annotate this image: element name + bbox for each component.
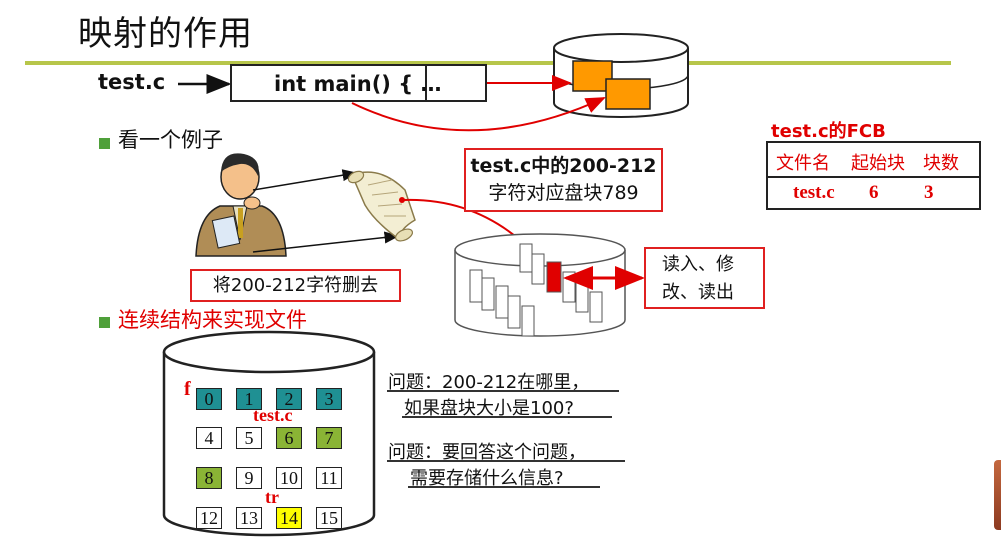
fcb-cell-name: test.c <box>793 182 835 203</box>
callout-line2: 字符对应盘块789 <box>488 182 639 204</box>
bullet-contiguous: 连续结构来实现文件 <box>118 308 307 332</box>
sight-line-top <box>252 169 358 191</box>
disk-block: 3 <box>316 388 342 410</box>
bullet-marker <box>99 138 110 149</box>
disk-block: 0 <box>196 388 222 410</box>
fcb-table <box>766 141 981 210</box>
disk-block: 7 <box>316 427 342 449</box>
question-1-line2: 如果盘块大小是100? <box>404 398 574 419</box>
filename-label: test.c <box>98 70 166 94</box>
edge-decoration <box>994 460 1001 530</box>
read-write-line1: 读入、修 <box>662 254 734 275</box>
question-1-line1: 问题：200-212在哪里， <box>388 372 590 393</box>
disk-block: 12 <box>196 507 222 529</box>
disk-block: 15 <box>316 507 342 529</box>
question-1-underline <box>387 390 619 392</box>
code-curve-arrow <box>351 97 606 132</box>
disk-block: 14 <box>276 507 302 529</box>
disk-block: 10 <box>276 467 302 489</box>
bullet-marker <box>99 317 110 328</box>
question-2-underline <box>387 460 625 462</box>
label-testc: test.c <box>253 405 293 425</box>
bullet-example: 看一个例子 <box>118 128 223 152</box>
disk-block: 11 <box>316 467 342 489</box>
code-box-divider <box>425 64 427 102</box>
fcb-separator <box>768 176 979 178</box>
code-box <box>230 64 487 102</box>
disk-block: 13 <box>236 507 262 529</box>
sight-line-bottom <box>252 231 400 253</box>
label-f: f <box>184 378 191 400</box>
read-write-line2: 改、读出 <box>662 282 734 303</box>
delete-note: 将200-212字符删去 <box>190 269 401 302</box>
fcb-cell-count: 3 <box>924 182 934 203</box>
label-tr: tr <box>265 487 279 507</box>
code-text: int main() { … <box>274 72 442 96</box>
read-write-note: 读入、修 改、读出 <box>644 247 765 309</box>
title-rule <box>25 61 951 65</box>
top-disk-icon <box>553 33 689 118</box>
fcb-title: test.c的FCB <box>771 121 886 142</box>
question-1-underline <box>402 416 612 418</box>
question-2-underline <box>408 486 600 488</box>
disk-block: 5 <box>236 427 262 449</box>
disk-block: 8 <box>196 467 222 489</box>
middle-disk-icon <box>454 233 626 337</box>
fcb-header-count: 块数 <box>923 153 959 174</box>
fcb-header-start: 起始块 <box>851 153 905 174</box>
fcb-cell-start: 6 <box>869 182 879 203</box>
page-title: 映射的作用 <box>78 14 253 54</box>
person-icon <box>195 153 287 257</box>
disk-block: 1 <box>236 388 262 410</box>
callout-mapping: test.c中的200-212 字符对应盘块789 <box>464 148 663 212</box>
disk-block: 6 <box>276 427 302 449</box>
fcb-header-name: 文件名 <box>776 153 830 174</box>
callout-line1: test.c中的200-212 <box>470 155 657 177</box>
disk-block: 2 <box>276 388 302 410</box>
disk-block: 4 <box>196 427 222 449</box>
question-2-line1: 问题：要回答这个问题， <box>388 442 586 463</box>
scroll-icon <box>347 170 416 242</box>
question-2-line2: 需要存储什么信息? <box>410 468 564 489</box>
disk-block: 9 <box>236 467 262 489</box>
